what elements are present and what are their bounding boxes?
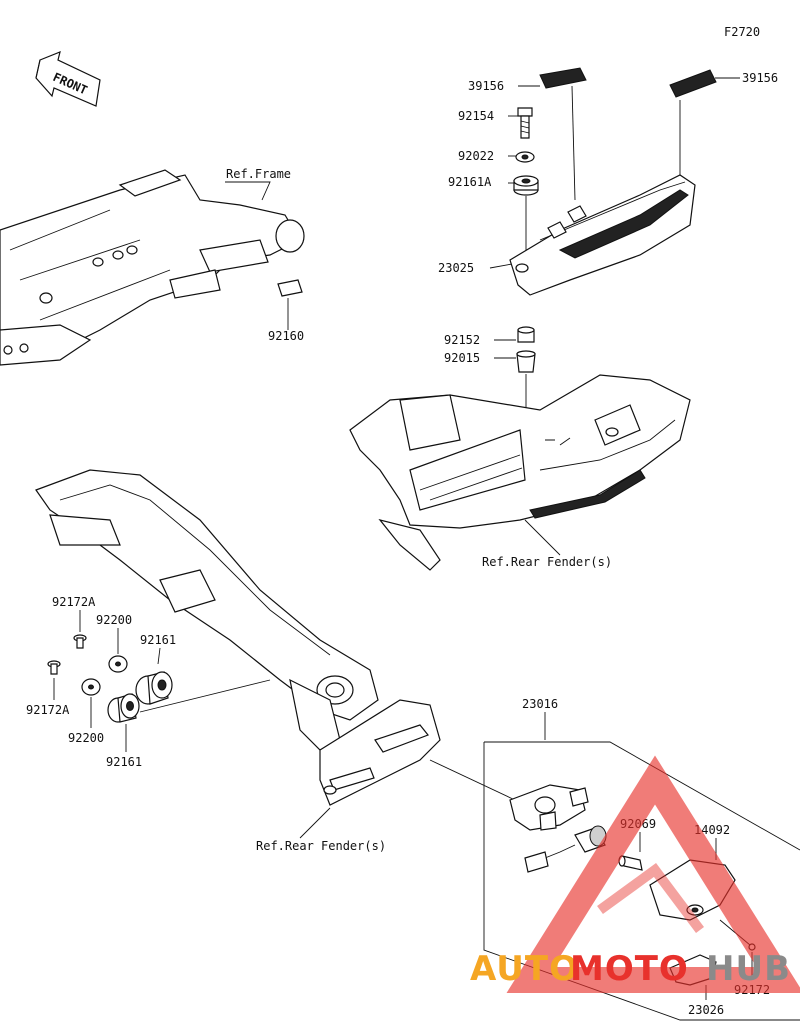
screw-92172A-top xyxy=(73,634,87,649)
part-92172A-top-label: 92172A xyxy=(52,595,96,609)
part-39156-left-label: 39156 xyxy=(468,79,504,93)
lamp-housing-23016 xyxy=(509,784,589,831)
pad-39156-right xyxy=(669,69,717,98)
bolt-92154 xyxy=(517,107,533,139)
part-92200-top-label: 92200 xyxy=(96,613,132,627)
part-92161A-label: 92161A xyxy=(448,175,492,189)
leader-ref-rear-fender-top xyxy=(524,519,561,556)
part-92015-label: 92015 xyxy=(444,351,480,365)
license-bracket-drawing xyxy=(35,469,379,751)
tail-light-23025 xyxy=(509,174,696,296)
bulb-92069 xyxy=(618,855,643,871)
grommet-92161A xyxy=(513,175,539,196)
frame-drawing xyxy=(0,169,305,366)
part-92200-bottom-label: 92200 xyxy=(68,731,104,745)
part-92172A-bottom-label: 92172A xyxy=(26,703,70,717)
pad-39156-left xyxy=(539,67,587,89)
part-92022-label: 92022 xyxy=(458,149,494,163)
part-23026-label: 23026 xyxy=(688,1003,724,1017)
watermark-moto: MOTO xyxy=(570,949,689,989)
watermark-auto: AUTO xyxy=(470,949,579,989)
nut-92015 xyxy=(516,350,536,373)
ref-rear-fender-bottom-label: Ref.Rear Fender(s) xyxy=(256,839,386,853)
washer-92200-top-hole xyxy=(115,661,121,667)
leader-92161-to-bracket xyxy=(139,679,271,713)
automotohub-watermark-logo xyxy=(506,755,800,993)
grommet-92161-bottom xyxy=(107,693,140,723)
diagram-code: F2720 xyxy=(724,25,760,39)
part-92160-label: 92160 xyxy=(268,329,304,343)
leader-39156-left-down xyxy=(571,85,576,201)
part-23016-label: 23016 xyxy=(522,697,558,711)
rear-fender-top-drawing xyxy=(349,374,691,571)
leader-92161-top xyxy=(157,647,161,665)
washer-92022-hole xyxy=(521,154,529,160)
part-92154-label: 92154 xyxy=(458,109,494,123)
ref-rear-fender-top-label: Ref.Rear Fender(s) xyxy=(482,555,612,569)
part-92161-bottom-label: 92161 xyxy=(106,755,142,769)
part-39156-right-label: 39156 xyxy=(742,71,778,85)
leader-23025 xyxy=(489,263,513,269)
front-arrow-icon: FRONT xyxy=(35,51,101,107)
pad-92160 xyxy=(277,279,303,297)
collar-92152 xyxy=(517,326,535,343)
part-92152-label: 92152 xyxy=(444,333,480,347)
part-23025-label: 23025 xyxy=(438,261,474,275)
grommet-92161-top xyxy=(135,671,173,705)
leader-lamp-to-mount xyxy=(429,759,516,801)
leader-ref-rear-fender-bottom xyxy=(299,807,331,839)
screw-92172A-bottom xyxy=(47,660,61,675)
ref-frame-label: Ref.Frame xyxy=(226,167,291,181)
watermark-hub: HUB xyxy=(706,949,791,989)
leader-ref-frame xyxy=(225,181,271,201)
part-92161-top-label: 92161 xyxy=(140,633,176,647)
license-lamp-mount-drawing xyxy=(319,699,441,806)
washer-92200-bottom-hole xyxy=(88,684,94,690)
